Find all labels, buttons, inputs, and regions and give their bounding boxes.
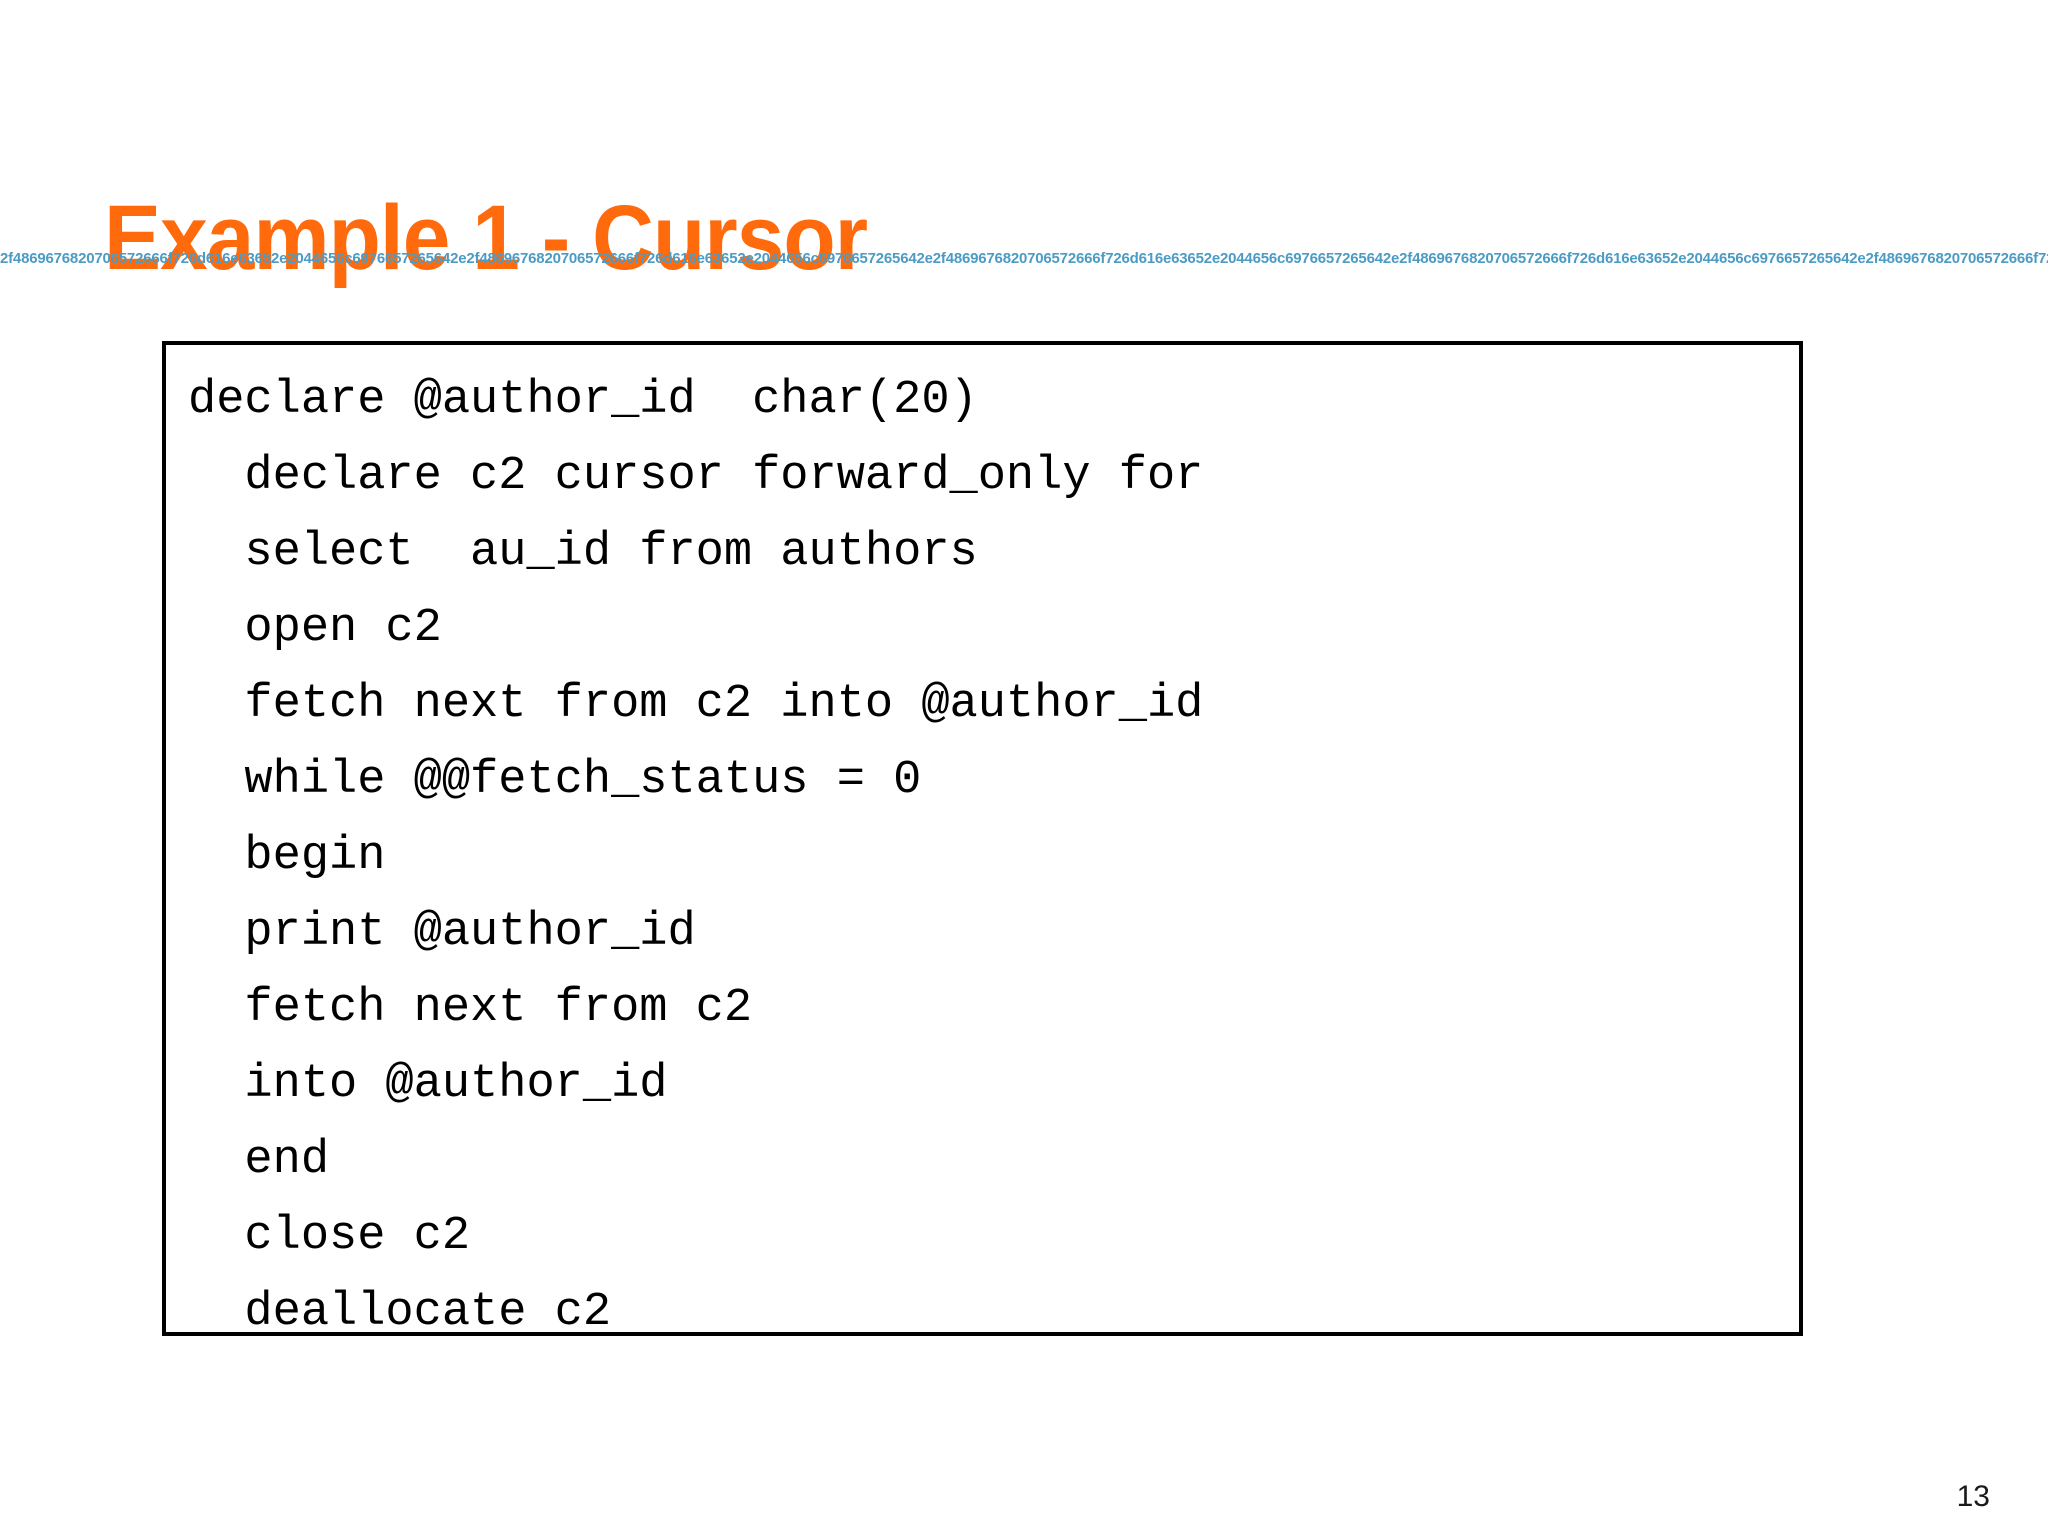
code-line: end — [188, 1134, 330, 1187]
code-line: fetch next from c2 into @author_id — [188, 678, 1204, 731]
page-number: 13 — [1956, 1480, 1990, 1513]
code-line: select au_id from authors — [188, 526, 978, 579]
code-line: close c2 — [188, 1210, 471, 1263]
code-line: deallocate c2 — [188, 1286, 612, 1339]
code-line: into @author_id — [188, 1058, 668, 1111]
code-line: fetch next from c2 — [188, 982, 753, 1035]
code-listing: declare @author_id char(20) declare c2 c… — [188, 363, 1203, 1351]
page-title: Example 1 - Cursor — [104, 186, 868, 289]
code-block-container: declare @author_id char(20) declare c2 c… — [162, 341, 1803, 1339]
hex-decorative-strip: 2f4869676820706572666f726d616e63652e2044… — [0, 250, 2048, 267]
code-line: declare @author_id char(20) — [188, 374, 978, 427]
code-line: print @author_id — [188, 906, 696, 959]
code-line: open c2 — [188, 602, 442, 655]
code-line: while @@fetch_status = 0 — [188, 754, 922, 807]
code-line: begin — [188, 830, 386, 883]
code-line: declare c2 cursor forward_only for — [188, 450, 1204, 503]
